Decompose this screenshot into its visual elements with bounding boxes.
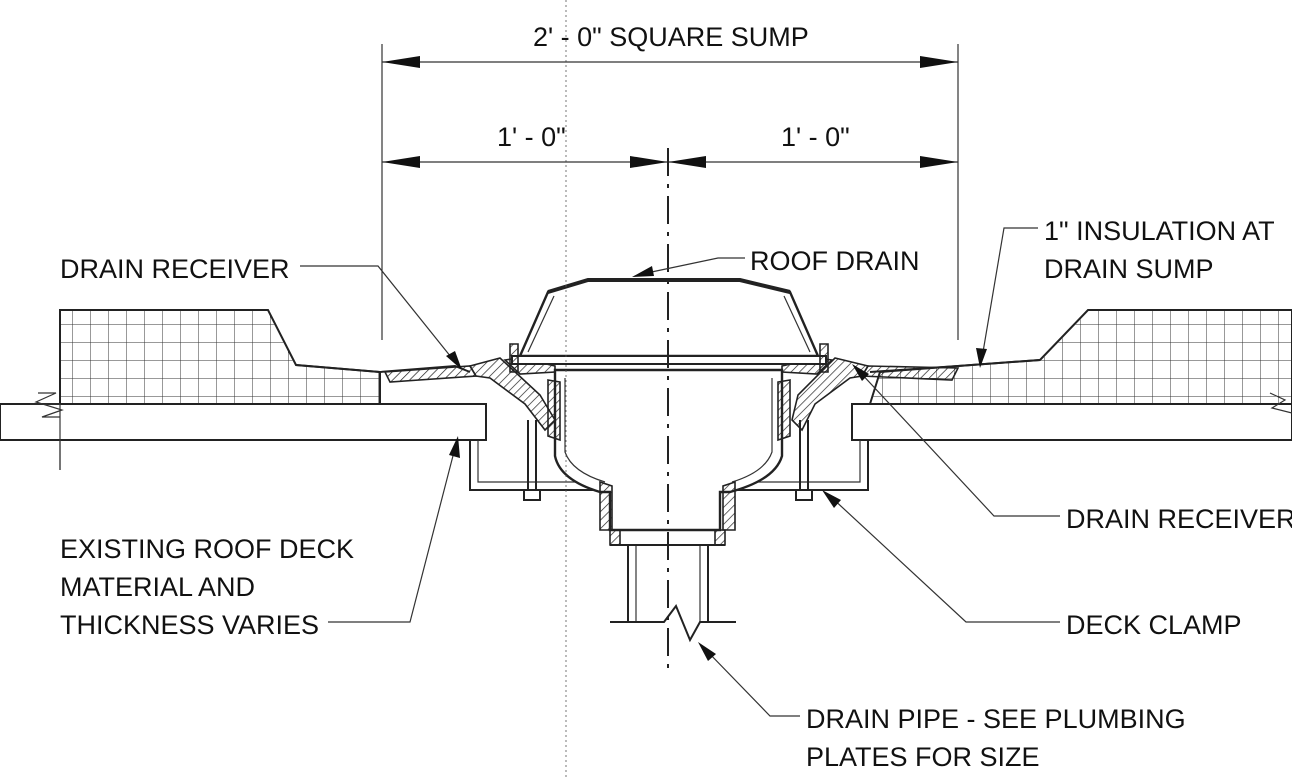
dim-right-half-label: 1' - 0" [781,122,850,152]
insulation-left [59,309,471,405]
arrow-left-half-left [382,156,420,168]
leader-drain-receiver-right [857,369,1060,517]
label-drain-pipe-line2: PLATES FOR SIZE [806,742,1040,772]
leader-roof-drain [641,257,745,275]
leader-drain-receiver-left [300,265,456,363]
dim-left-half-label: 1' - 0" [497,122,566,152]
insulation-right [868,309,1292,405]
leader-deck-clamp [829,495,1060,623]
roof-deck-right [851,392,1292,441]
leader-drain-pipe [705,649,800,717]
annotation-text: 2' - 0" SQUARE SUMP 1' - 0" 1' - 0" ROOF… [60,22,1292,772]
dim-overall-label: 2' - 0" SQUARE SUMP [533,22,809,52]
label-drain-receiver-left: DRAIN RECEIVER [60,254,290,284]
arrow-right-half-left [668,156,706,168]
arrow-overall-right [920,56,958,68]
centerlines [565,0,669,778]
label-existing-deck-line1: EXISTING ROOF DECK [60,534,354,564]
label-deck-clamp: DECK CLAMP [1066,610,1242,640]
label-drain-pipe-line1: DRAIN PIPE - SEE PLUMBING [806,704,1186,734]
dimension-lines [381,44,959,340]
leader-lines [300,227,1060,717]
leader-existing-deck [328,447,456,623]
label-drain-receiver-right: DRAIN RECEIVER [1066,504,1292,534]
arrow-overall-left [382,56,420,68]
arrow-right-half-right [920,156,958,168]
label-insulation-line2: DRAIN SUMP [1044,254,1214,284]
label-existing-deck-line2: MATERIAL AND [60,572,255,602]
label-roof-drain: ROOF DRAIN [750,246,920,276]
arrow-left-half-right [630,156,668,168]
roof-deck-left [0,392,487,470]
label-insulation-line1: 1" INSULATION AT [1044,216,1275,246]
label-existing-deck-line3: THICKNESS VARIES [60,610,319,640]
leader-insulation [981,227,1038,359]
drain-pipe [610,544,736,643]
